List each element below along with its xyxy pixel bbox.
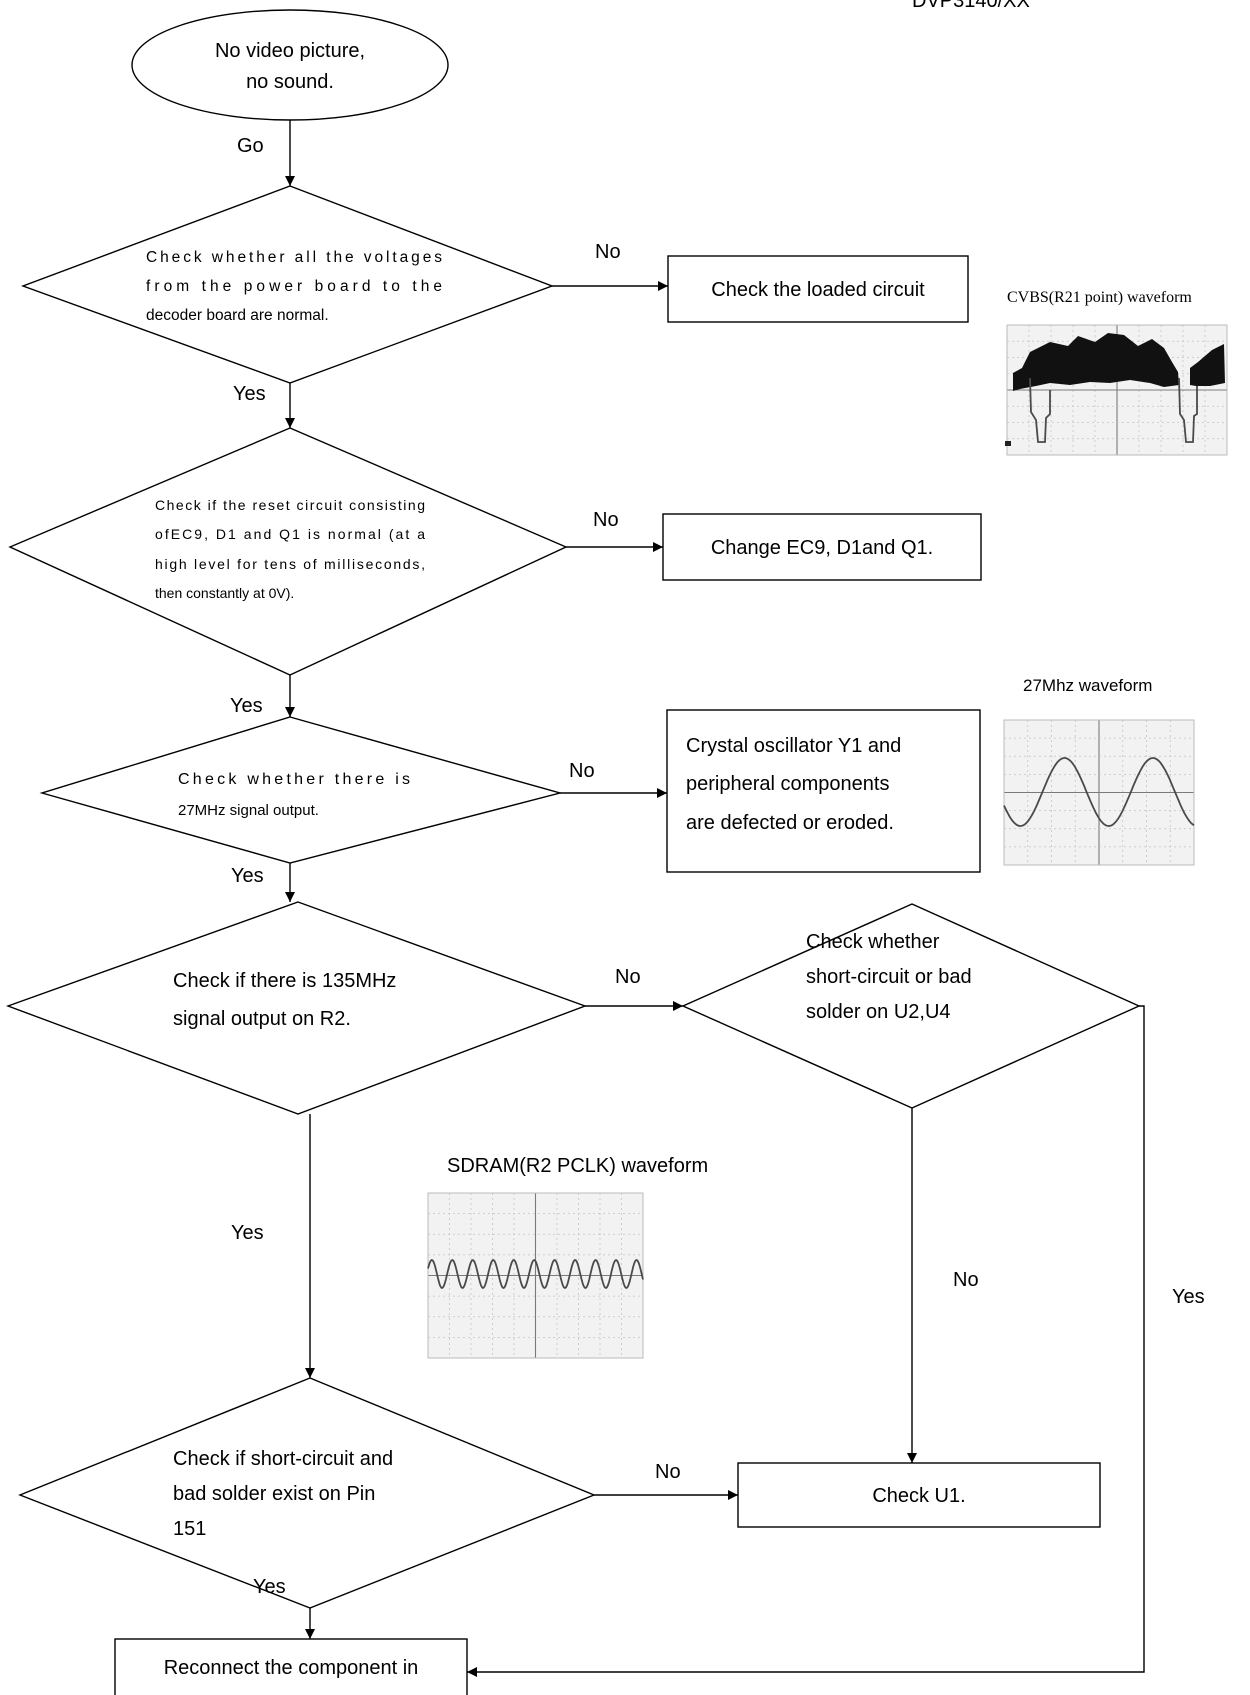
mhz27-scope-grid-frame xyxy=(1003,719,1195,866)
cvbs-ground-marker xyxy=(1005,441,1011,446)
cvbs-video-band-right xyxy=(1190,344,1225,386)
edge-u2u4-yes xyxy=(467,1005,1145,1677)
label-pin151-yes: Yes xyxy=(253,1576,286,1598)
sdram-clock-trace xyxy=(427,1258,644,1290)
label-reset-yes: Yes xyxy=(230,695,263,717)
label-u2u4-no: No xyxy=(953,1269,979,1291)
cvbs-waveform-image xyxy=(1005,324,1228,456)
decision-reset: Check if the reset circuit consisting of… xyxy=(8,427,568,676)
decision-pin151-line-2: bad solder exist on Pin xyxy=(173,1483,375,1505)
decision-pin151: Check if short-circuit and bad solder ex… xyxy=(18,1377,596,1609)
decision-voltages-line-1: Check whether all the voltages xyxy=(146,249,442,266)
label-u2u4-yes: Yes xyxy=(1172,1286,1205,1308)
action-change-parts-text: Change EC9, D1and Q1. xyxy=(711,537,933,559)
decision-reset-line-3: high level for tens of milliseconds, xyxy=(155,556,425,572)
start-node-line-1: No video picture, xyxy=(215,40,365,62)
action-crystal-line-1: Crystal oscillator Y1 and xyxy=(686,735,901,757)
sdram-waveform-caption: SDRAM(R2 PCLK) waveform xyxy=(447,1155,708,1177)
label-pin151-no: No xyxy=(655,1461,681,1483)
27mhz-waveform-caption: 27Mhz waveform xyxy=(1023,676,1152,695)
sdram-waveform-image xyxy=(427,1192,644,1359)
edge-labels: Go No Yes No Yes No Yes No Yes No Yes No… xyxy=(230,135,1205,1598)
decision-reset-line-4: then constantly at 0V). xyxy=(155,585,294,601)
action-check-u1: Check U1. xyxy=(737,1462,1101,1528)
label-voltages-yes: Yes xyxy=(233,383,266,405)
27mhz-waveform-image xyxy=(1003,719,1195,866)
decision-27mhz-line-1: Check whether there is xyxy=(178,771,410,788)
decision-u2u4-line-2: short-circuit or bad xyxy=(806,966,972,988)
action-check-u1-text: Check U1. xyxy=(872,1485,965,1507)
action-change-parts: Change EC9, D1and Q1. xyxy=(662,513,982,581)
start-node: No video picture, no sound. xyxy=(131,9,449,121)
decision-u2u4: Check whether short-circuit or bad solde… xyxy=(681,903,1141,1109)
label-27mhz-yes: Yes xyxy=(231,865,264,887)
action-crystal-line-2: peripheral components xyxy=(686,773,889,795)
sdram-scope-grid-frame xyxy=(427,1192,644,1359)
action-crystal: Crystal oscillator Y1 and peripheral com… xyxy=(666,709,981,873)
decision-135mhz-line-2: signal output on R2. xyxy=(173,1008,351,1030)
label-reset-no: No xyxy=(593,509,619,531)
decision-135mhz-line-1: Check if there is 135MHz xyxy=(173,970,396,992)
action-reconnect-text: Reconnect the component in xyxy=(164,1657,419,1679)
label-go: Go xyxy=(237,135,264,157)
decision-pin151-line-3: 151 xyxy=(173,1518,206,1540)
action-crystal-line-3: are defected or eroded. xyxy=(686,812,894,834)
action-reconnect: Reconnect the component in xyxy=(114,1638,468,1695)
decision-27mhz: Check whether there is 27MHz signal outp… xyxy=(39,716,563,864)
decision-135mhz: Check if there is 135MHz signal output o… xyxy=(5,901,588,1115)
action-loaded-circuit-text: Check the loaded circuit xyxy=(711,279,925,301)
cvbs-sync-pulse-right xyxy=(1178,377,1198,443)
cvbs-scope-grid-frame xyxy=(1006,324,1228,456)
mhz27-scope-grid xyxy=(1003,719,1195,866)
decision-u2u4-line-1: Check whether xyxy=(806,931,940,953)
decision-u2u4-line-3: solder on U2,U4 xyxy=(806,1001,951,1023)
label-135mhz-no: No xyxy=(615,966,641,988)
model-number-fragment: DVP3140/XX xyxy=(912,0,1030,12)
label-135mhz-yes: Yes xyxy=(231,1222,264,1244)
start-node-line-2: no sound. xyxy=(246,71,334,93)
27mhz-sine-trace xyxy=(1003,757,1195,827)
cvbs-video-band xyxy=(1013,333,1179,391)
cvbs-sync-pulse-left xyxy=(1029,377,1051,443)
decision-voltages: Check whether all the voltages from the … xyxy=(20,185,554,384)
cvbs-waveform-caption: CVBS(R21 point) waveform xyxy=(1007,289,1192,306)
decision-pin151-line-1: Check if short-circuit and xyxy=(173,1448,393,1470)
decision-voltages-line-3: decoder board are normal. xyxy=(146,307,329,324)
label-voltages-no: No xyxy=(595,241,621,263)
decision-27mhz-line-2: 27MHz signal output. xyxy=(178,802,319,819)
action-loaded-circuit: Check the loaded circuit xyxy=(667,255,969,323)
connectors xyxy=(285,120,1145,1677)
label-27mhz-no: No xyxy=(569,760,595,782)
sdram-scope-grid xyxy=(427,1192,644,1359)
